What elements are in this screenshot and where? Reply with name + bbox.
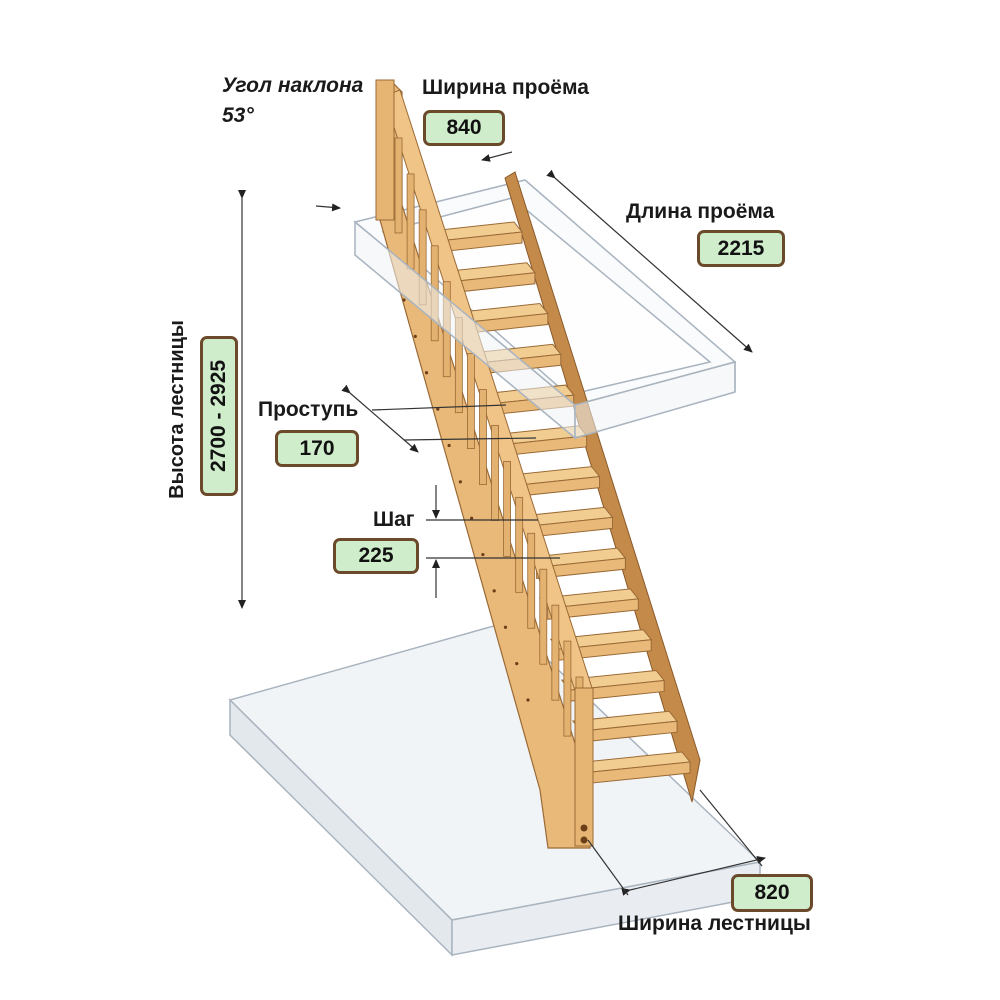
step-badge: 225 [333,538,419,574]
width-ext-1 [587,839,629,896]
step-front [536,557,626,579]
baluster [515,496,524,593]
tread-ext-1 [371,404,507,411]
dimension-lines [238,151,766,896]
baluster [563,640,572,737]
floor-slab [228,621,762,957]
bolt-hole [492,589,496,593]
stair-height-label: Высота лестницы [166,320,188,499]
baluster [406,173,415,270]
stair-width-badge: 820 [731,874,813,912]
baluster [527,532,536,629]
bolt-hole [458,480,462,484]
opening-width-arrow-left [315,203,341,212]
baluster [479,389,487,485]
step-front [547,598,639,620]
bolt-hole [402,298,406,302]
stair-height-badge: 2700 - 2925 [200,336,238,496]
baluster [394,137,403,234]
width-dimension-line [621,855,766,896]
bolt-hole [447,443,451,448]
baluster [491,425,499,521]
baluster [539,568,548,665]
opening-length-label: Длина проёма [626,200,775,223]
bottom-newel-post [574,687,594,847]
bolt-hole [436,407,440,411]
opening-width-label: Ширина проёма [422,76,589,99]
ceiling-opening-front [354,220,736,440]
width-ext-2 [699,789,763,867]
stair-width-label: Ширина лестницы [618,912,811,935]
opening-length-badge: 2215 [697,230,785,267]
bolt-hole [515,662,519,666]
bolt-hole [470,516,474,520]
staircase [375,79,701,849]
tread-ext-2 [403,437,537,441]
post-bolt [580,836,588,844]
tread-badge: 170 [275,430,359,467]
opening-width-badge: 840 [423,110,505,146]
opening-width-arrow [481,151,513,162]
baluster [551,604,560,701]
angle-title: Угол наклона [222,74,364,97]
post-bolt [580,824,588,832]
bolt-hole [413,334,417,338]
opening-length-dimension-line [546,169,753,353]
step-label: Шаг [373,508,415,531]
baluster [467,353,475,449]
bolt-hole [424,371,429,375]
bolt-hole [481,552,485,557]
top-newel-post [375,79,395,221]
baluster [503,461,511,557]
angle-value: 53° [222,104,254,127]
tread-dimension-line [341,384,419,453]
bolt-hole [526,698,530,702]
tread-label: Проступь [258,398,359,421]
bolt-hole [503,625,508,629]
